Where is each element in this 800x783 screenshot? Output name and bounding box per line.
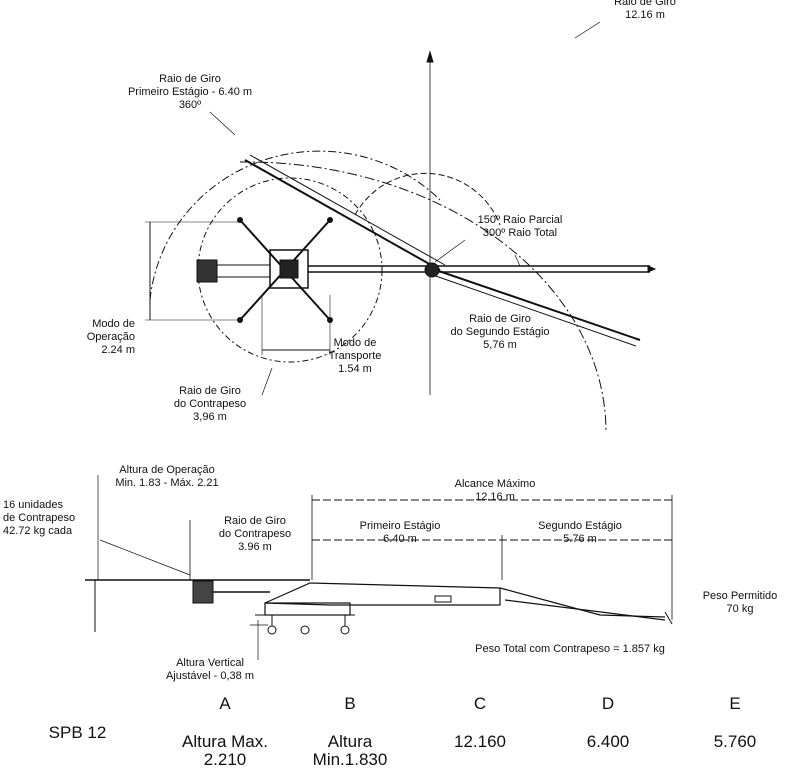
spec-col-b-value: Altura Min.1.830: [312, 732, 388, 769]
spec-col-a-value: Altura Max. 2.210: [182, 732, 268, 769]
top-view-plan: [145, 21, 657, 433]
spec-col-d-letter: D: [601, 694, 615, 713]
side-second-boom: [499, 587, 666, 618]
label-swing-radius-first-stage: Raio de Giro Primeiro Estágio - 6.40 m 3…: [127, 73, 253, 111]
label-second-stage: Segundo Estágio 5.76 m: [538, 520, 622, 545]
counterweight-swing-circle: [197, 177, 383, 363]
label-swing-radius-total: Raio de Giro 12.16 m: [614, 0, 676, 21]
turret-base: [269, 249, 309, 289]
label-counterweight-radius: Raio de Giro do Contrapeso 3,96 m: [173, 385, 247, 423]
side-view-elevation: [85, 475, 673, 660]
spec-col-c-value: 12.160: [454, 732, 506, 751]
label-counterweight-units: 16 unidades de Contrapeso 42.72 kg cada: [3, 499, 76, 537]
spec-col-e-letter: E: [729, 694, 741, 713]
spec-col-b-letter: B: [344, 694, 356, 713]
spec-col-c-letter: C: [473, 694, 487, 713]
side-first-boom: [264, 582, 501, 606]
label-max-reach: Alcance Máximo 12.16 m: [454, 478, 536, 503]
label-total-weight: Peso Total com Contrapeso = 1.857 kg: [475, 643, 665, 655]
spec-model: SPB 12: [48, 723, 107, 742]
spec-col-a-letter: A: [219, 694, 231, 713]
label-first-stage: Primeiro Estágio 6.40 m: [359, 520, 441, 545]
side-counterweight: [192, 580, 214, 604]
second-stage-partial-arc: [354, 172, 501, 226]
label-transport-mode: Modo de Transporte 1.54 m: [328, 337, 382, 375]
counterweight-stack: [196, 259, 218, 283]
label-operation-mode: Modo de Operação 2.24 m: [86, 318, 135, 356]
spec-col-d-value: 6.400: [586, 732, 630, 751]
label-second-stage-radius: Raio de Giro do Segundo Estágio 5,76 m: [450, 313, 550, 351]
label-side-counterweight-radius: Raio de Giro do Contrapeso 3.96 m: [218, 515, 292, 553]
label-adjustable-height: Altura Vertical Ajustável - 0,38 m: [165, 657, 255, 682]
swing-radius-arc-first-stage: [149, 150, 441, 301]
label-partial-radius: 150º Raio Parcial 300º Raio Total: [477, 214, 563, 239]
spec-col-e-value: 5.760: [713, 732, 757, 751]
label-allowed-weight: Peso Permitido 70 kg: [702, 590, 778, 615]
label-operation-height: Altura de Operação Min. 1.83 - Máx. 2.21: [115, 464, 219, 489]
swing-radius-arc-12m: [239, 161, 607, 433]
